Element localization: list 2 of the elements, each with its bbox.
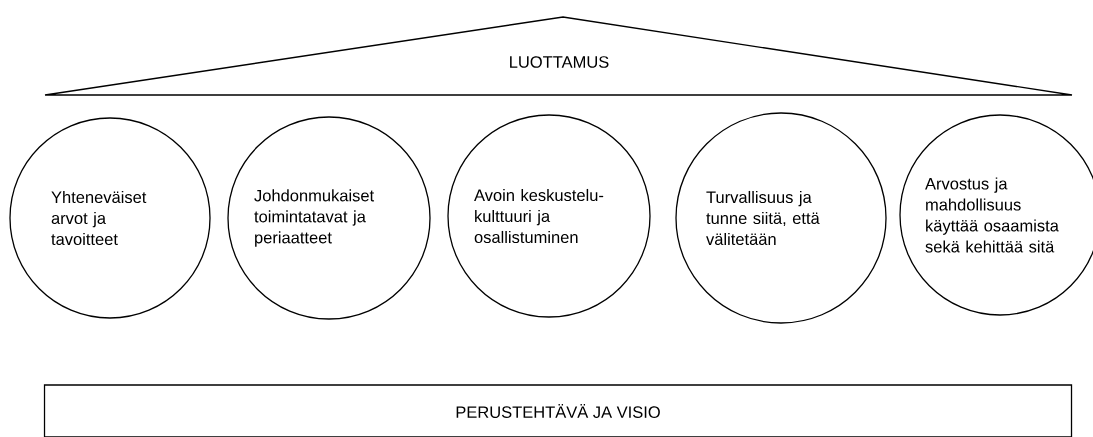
foundation-box: PERUSTEHTÄVÄ JA VISIO	[43, 384, 1073, 437]
roof-triangle: LUOTTAMUS	[44, 16, 1073, 96]
